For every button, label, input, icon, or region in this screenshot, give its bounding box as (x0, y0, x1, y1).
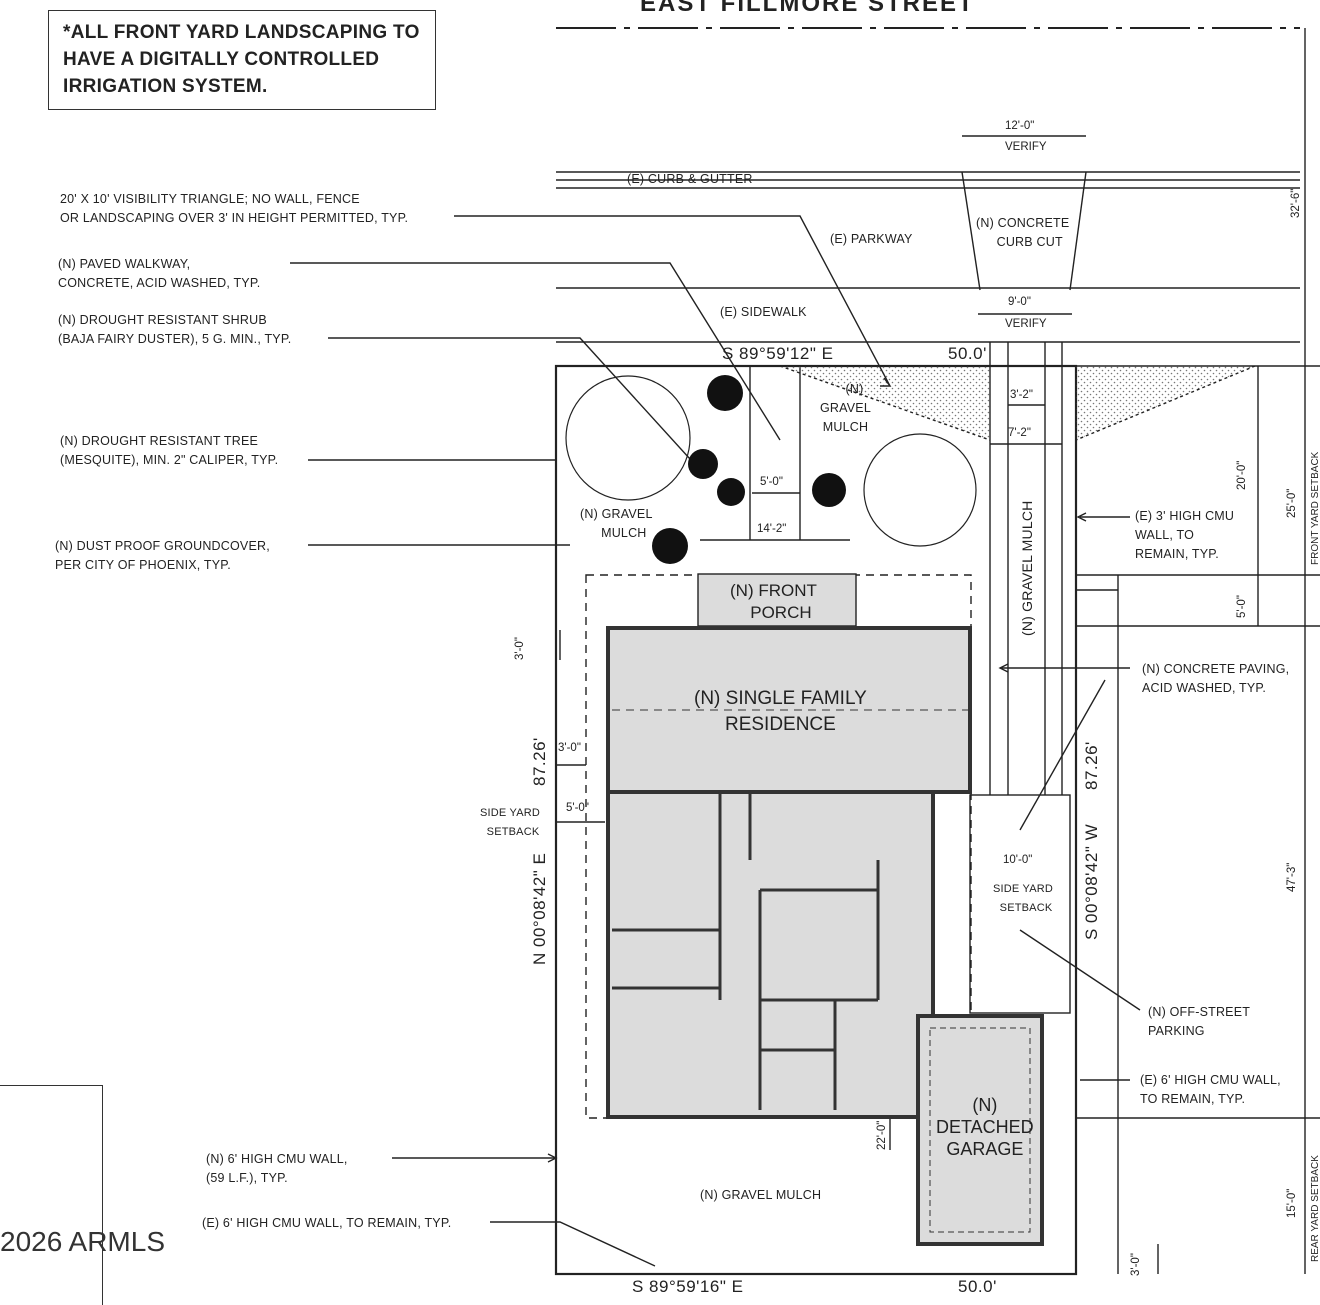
callout-paved-walkway: (N) PAVED WALKWAY,CONCRETE, ACID WASHED,… (58, 257, 261, 290)
callout-existing-cmu-wall: (E) 6' HIGH CMU WALL, TO REMAIN, TYP. (202, 1216, 452, 1230)
street-name: EAST FILLMORE STREET (640, 0, 975, 17)
callout-visibility-triangle: 20' X 10' VISIBILITY TRIANGLE; NO WALL, … (60, 192, 409, 225)
dim-14-2: 14'-2" (757, 523, 787, 535)
note-line-3: IRRIGATION SYSTEM. (63, 76, 268, 97)
dim-verify-2: VERIFY (1005, 318, 1047, 330)
callout-groundcover: (N) DUST PROOF GROUNDCOVER,PER CITY OF P… (55, 539, 270, 572)
label-curb-gutter: (E) CURB & GUTTER (627, 172, 753, 186)
dim-3-2: 3'-2" (1010, 389, 1033, 401)
dim-3-0-mid: 3'-0" (558, 742, 581, 754)
callout-6ft-cmu-wall-right: (E) 6' HIGH CMU WALL,TO REMAIN, TYP. (1140, 1073, 1281, 1106)
label-sidewalk: (E) SIDEWALK (720, 305, 807, 319)
callout-shrub: (N) DROUGHT RESISTANT SHRUB(BAJA FAIRY D… (58, 313, 292, 346)
dim-10-0: 10'-0" (1003, 854, 1033, 866)
callout-new-cmu-wall: (N) 6' HIGH CMU WALL,(59 L.F.), TYP. (206, 1152, 348, 1185)
dim-drive-width: 9'-0" (1008, 296, 1031, 308)
bearing-left: N 00°08'42" E (530, 852, 549, 965)
title-block (0, 1085, 103, 1305)
label-parkway: (E) PARKWAY (830, 232, 913, 246)
watermark: 2026 ARMLS (0, 1226, 165, 1257)
length-right: 87.26' (1082, 741, 1101, 790)
label-front-yard-setback: FRONT YARD SETBACK (1310, 451, 1320, 565)
label-gravel-rear: (N) GRAVEL MULCH (700, 1188, 822, 1202)
dim-47-3: 47'-3" (1286, 862, 1298, 892)
dim-7-2: 7'-2" (1008, 427, 1031, 439)
dim-5-0-right: 5'-0" (1236, 595, 1248, 618)
dim-3-0-bottom: 3'-0" (1130, 1253, 1142, 1276)
note-line-1: *ALL FRONT YARD LANDSCAPING TO (63, 22, 420, 43)
length-bottom: 50.0' (958, 1277, 997, 1296)
dim-5-0-left: 5'-0" (566, 802, 589, 814)
irrigation-note: *ALL FRONT YARD LANDSCAPING TO HAVE A DI… (48, 10, 436, 110)
dim-curb-width: 12'-0" (1005, 120, 1035, 132)
bearing-top: S 89°59'12" E (722, 344, 834, 363)
bearing-right: S 00°08'42" W (1082, 823, 1101, 940)
dim-verify-1: VERIFY (1005, 141, 1047, 153)
dim-3-0-left: 3'-0" (514, 637, 526, 660)
dim-32-6: 32'-6" (1290, 188, 1302, 218)
dim-15-0: 15'-0" (1286, 1188, 1298, 1218)
label-gravel-drive: (N) GRAVEL MULCH (1019, 500, 1035, 636)
note-line-2: HAVE A DIGITALLY CONTROLLED (63, 49, 380, 70)
callout-tree: (N) DROUGHT RESISTANT TREE(MESQUITE), MI… (60, 434, 279, 467)
length-left: 87.26' (530, 737, 549, 786)
dim-25-0: 25'-0" (1286, 488, 1298, 518)
length-top: 50.0' (948, 344, 987, 363)
dim-20-0: 20'-0" (1236, 460, 1248, 490)
dim-walk-5-0: 5'-0" (760, 476, 783, 488)
callout-concrete-paving: (N) CONCRETE PAVING,ACID WASHED, TYP. (1142, 662, 1290, 695)
label-rear-yard-setback: REAR YARD SETBACK (1310, 1155, 1320, 1262)
dim-22-0: 22'-0" (876, 1120, 888, 1150)
bearing-bottom: S 89°59'16" E (632, 1277, 744, 1296)
